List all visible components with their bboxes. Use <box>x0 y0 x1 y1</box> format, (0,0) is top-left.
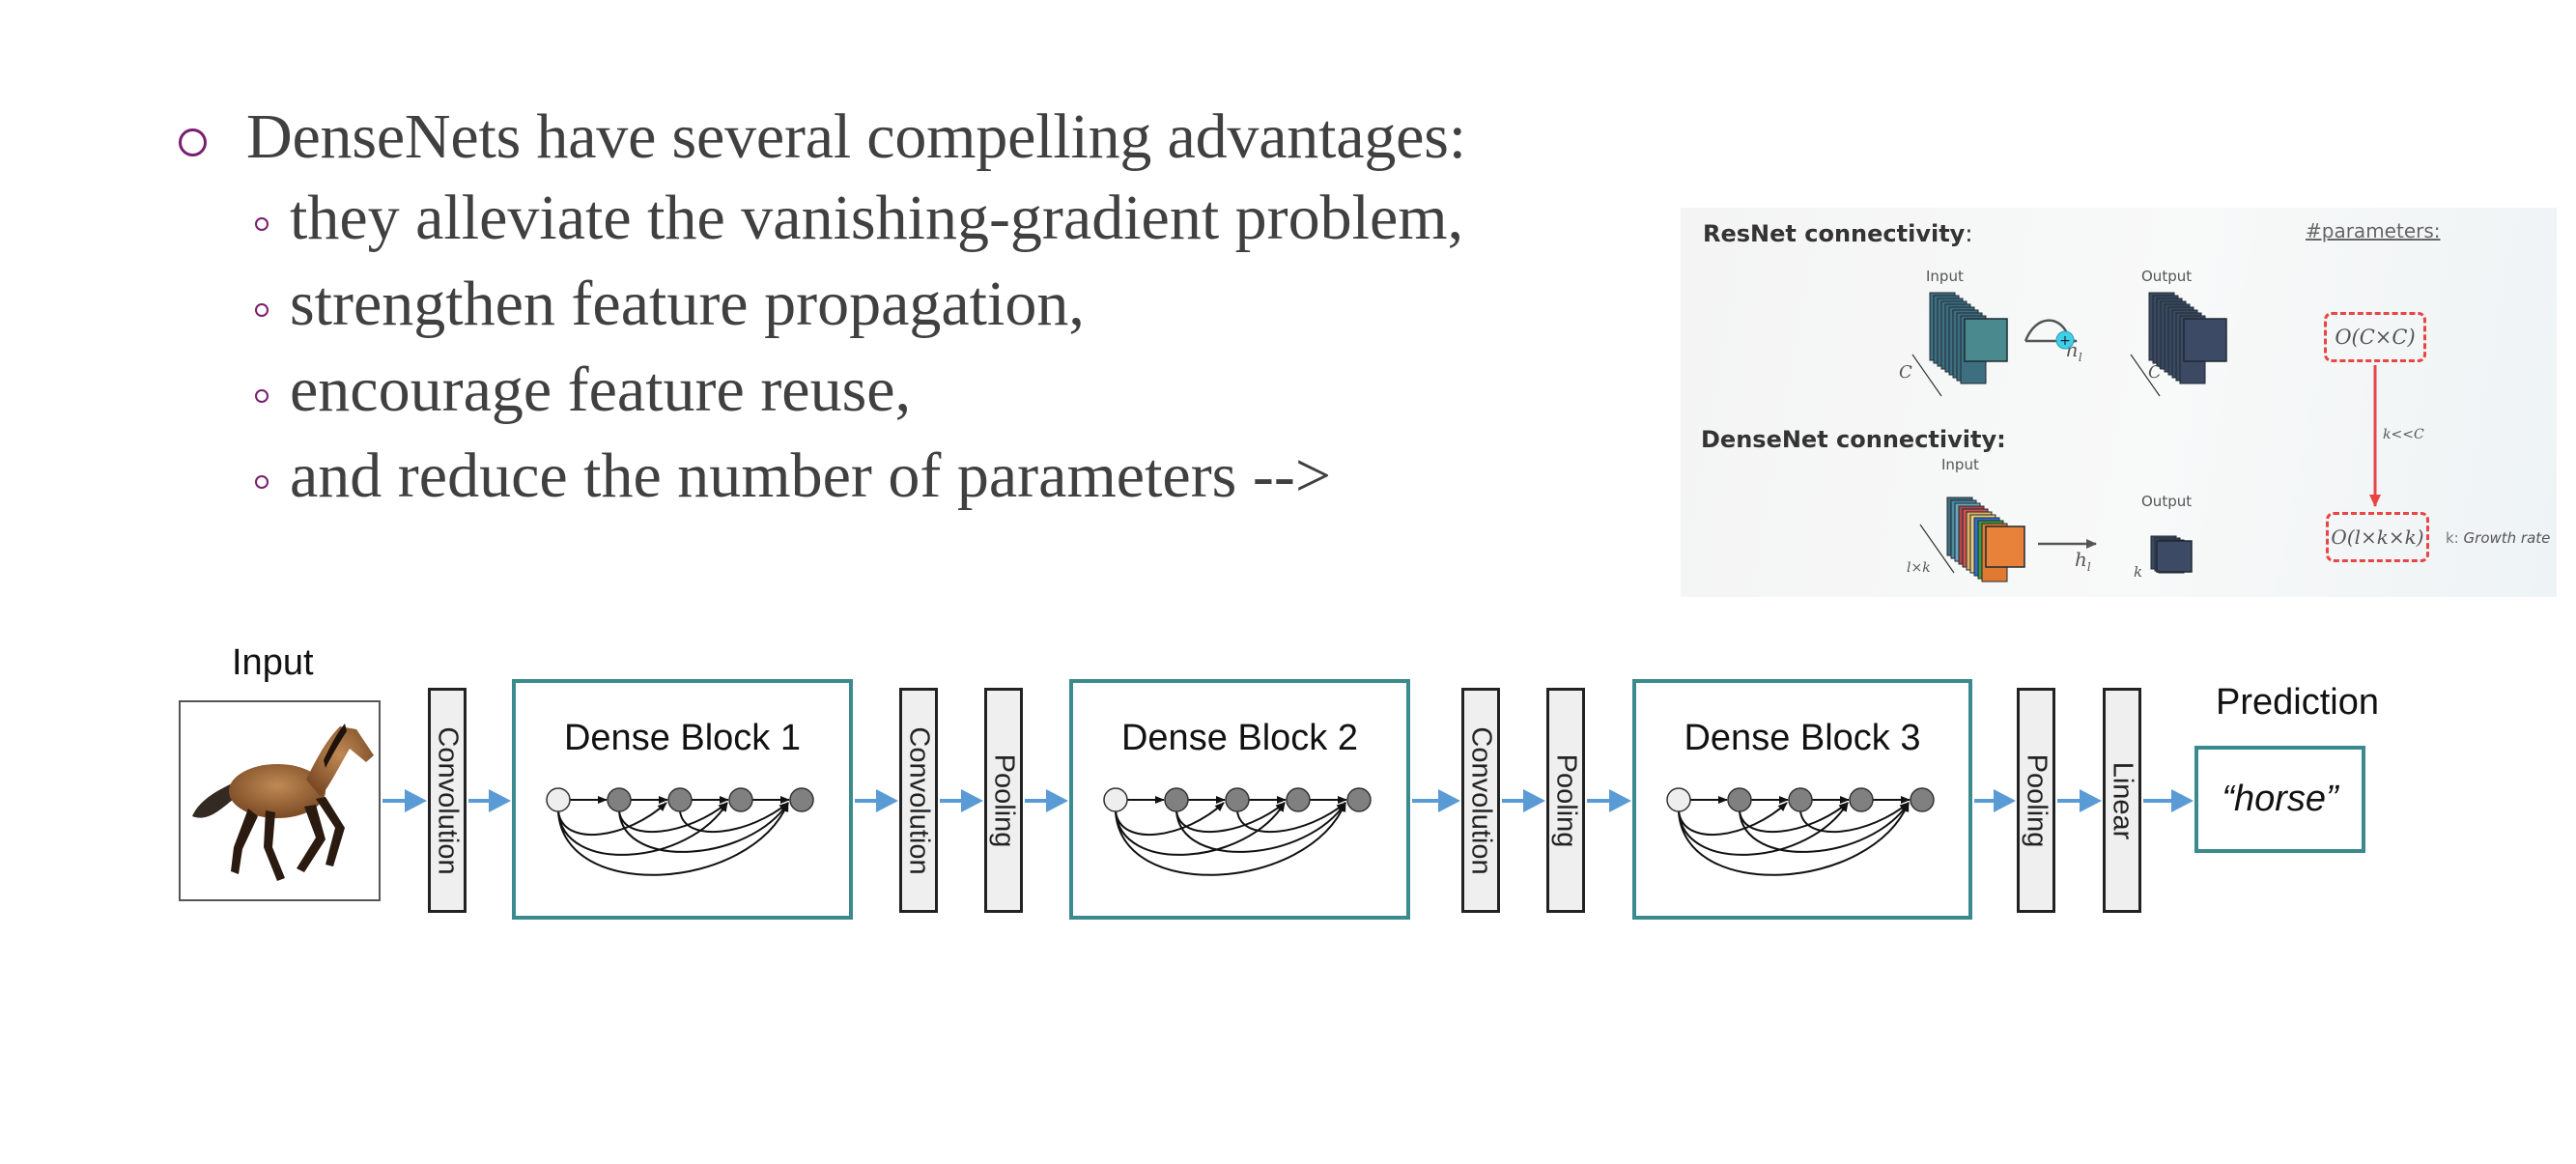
sub-bullet-icon <box>255 303 269 317</box>
dense-block-title: Dense Block 1 <box>563 718 801 758</box>
convolution-layer: Convolution <box>899 688 938 913</box>
resnet-complexity-box: O(C×C) <box>2324 312 2426 362</box>
densenet-input-image-map <box>1985 525 2025 568</box>
flow-arrowhead-icon <box>1438 789 1460 812</box>
connectivity-graphics: + <box>1911 292 2381 582</box>
addition-node-icon <box>2055 330 2075 350</box>
pooling-label: Pooling <box>2021 753 2052 847</box>
main-bullet-icon <box>179 128 207 156</box>
densenet-complexity-box: O(l×k×k) <box>2326 512 2429 562</box>
sub-bullet-text: and reduce the number of parameters --> <box>290 440 1332 511</box>
convolution-layer: Convolution <box>1461 688 1500 913</box>
dimension-line <box>2130 354 2161 397</box>
sub-bullet-text: they alleviate the vanishing-gradient pr… <box>290 183 1464 253</box>
flow-arrowhead-icon <box>489 789 511 812</box>
dense-block-2-box: Dense Block 2 <box>1069 679 1410 920</box>
resnet-title-text: ResNet connectivity <box>1703 220 1966 247</box>
flow-arrowhead-icon <box>1523 789 1545 812</box>
input-label: Input <box>232 642 314 683</box>
densenet-k-label: k <box>2134 563 2143 581</box>
main-bullet-text: DenseNets have several compelling advant… <box>246 101 1466 172</box>
k-much-less-than-c-label: k<<C <box>2383 427 2424 442</box>
convolution-label: Convolution <box>432 725 464 875</box>
skip-curve <box>2024 319 2069 342</box>
densenet-output-front-map <box>2156 540 2193 573</box>
parameters-label: #parameters: <box>2306 219 2441 242</box>
pooling-layer: Pooling <box>984 688 1023 913</box>
prediction-label: Prediction <box>2216 682 2379 723</box>
prediction-value: “horse” <box>2222 779 2338 819</box>
dense-block-title: Dense Block 3 <box>1684 718 1921 758</box>
flow-arrowhead-icon <box>876 789 898 812</box>
densenet-lk-label: l×k <box>1907 560 1931 576</box>
growth-rate-text: Growth rate <box>2463 529 2551 547</box>
pooling-label: Pooling <box>1550 753 1582 847</box>
sub-bullet-icon <box>255 217 269 231</box>
pooling-label: Pooling <box>988 753 1020 847</box>
flow-arrowhead-icon <box>1609 789 1631 812</box>
resnet-c-in-label: C <box>1899 362 1912 383</box>
resnet-input-front-map <box>1964 318 2008 362</box>
flow-arrowhead-icon <box>1046 789 1068 812</box>
pooling-layer: Pooling <box>1546 688 1585 913</box>
h-text: h <box>2075 548 2087 571</box>
dimension-line <box>1919 524 1955 574</box>
flow-arrowhead-icon <box>2171 789 2194 812</box>
dense-block-1-box: Dense Block 1 <box>512 679 853 920</box>
input-image <box>179 700 381 901</box>
densenet-connectivity-title: DenseNet connectivity: <box>1701 426 2006 453</box>
convolution-label: Convolution <box>1465 725 1497 875</box>
horse-image-icon <box>192 724 374 881</box>
densenet-h-label: hl <box>2075 548 2091 574</box>
prediction-output-box: “horse” <box>2194 746 2365 853</box>
flow-arrowhead-icon <box>961 789 983 812</box>
sub-bullet-icon <box>255 389 269 403</box>
sub-bullet-text: strengthen feature propagation, <box>290 269 1085 339</box>
flow-arrowhead-icon <box>405 789 427 812</box>
convolution-label: Convolution <box>903 725 935 875</box>
resnet-c-out-label: C <box>2148 362 2162 383</box>
pooling-layer: Pooling <box>2017 688 2055 913</box>
resnet-output-front-map <box>2183 318 2227 362</box>
convolution-layer: Convolution <box>428 688 467 913</box>
densenet-output-label: Output <box>2141 493 2193 510</box>
plus-symbol: + <box>2059 333 2071 349</box>
resnet-output-label: Output <box>2141 268 2193 285</box>
resnet-input-label: Input <box>1926 268 1964 285</box>
h-subscript: l <box>2078 351 2082 364</box>
growth-rate-legend: k: Growth rate <box>2446 529 2550 547</box>
dense-block-3-box: Dense Block 3 <box>1632 679 1972 920</box>
h-subscript: l <box>2086 560 2091 574</box>
resnet-title-colon: : <box>1965 220 1973 247</box>
dense-block-title: Dense Block 2 <box>1120 718 1358 758</box>
linear-label: Linear <box>2107 761 2138 839</box>
sub-bullet-text: encourage feature reuse, <box>290 355 912 425</box>
dimension-line <box>1911 354 1942 397</box>
sub-bullet-icon <box>255 475 269 489</box>
growth-rate-key: k: <box>2446 529 2459 547</box>
flow-arrowhead-icon <box>2080 789 2102 812</box>
resnet-connectivity-title: ResNet connectivity: <box>1703 220 1972 247</box>
linear-layer: Linear <box>2103 688 2141 913</box>
connectivity-figure: ResNet connectivity: DenseNet connectivi… <box>1681 208 2557 597</box>
flow-arrowhead-icon <box>1994 789 2016 812</box>
densenet-input-label: Input <box>1941 456 1979 473</box>
